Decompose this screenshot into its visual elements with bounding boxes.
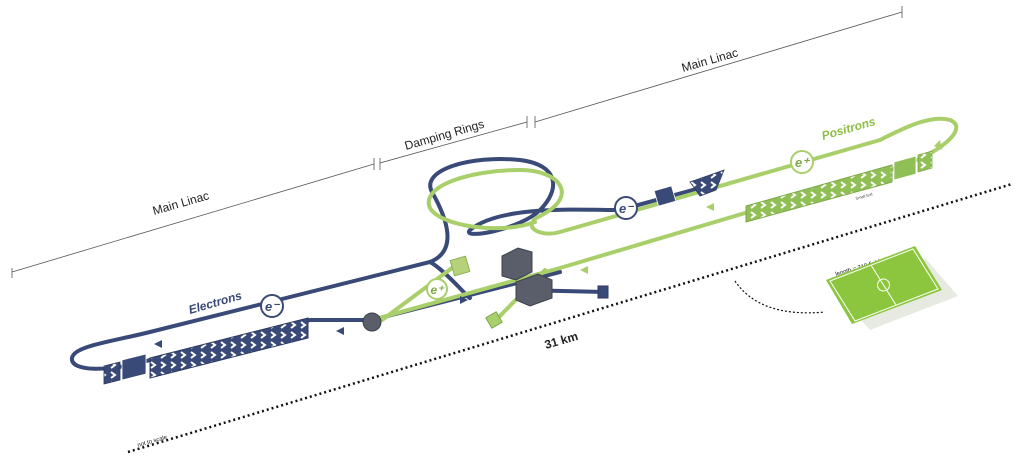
dimension-lines: [11, 6, 1013, 454]
main-linac-right-label: Main Linac: [680, 45, 740, 74]
svg-text:e⁺: e⁺: [430, 283, 445, 297]
svg-text:e⁺: e⁺: [795, 155, 811, 170]
positron-badge-2: e⁺: [790, 150, 814, 174]
field-pointer: [734, 280, 826, 314]
direction-arrows: [154, 140, 942, 348]
svg-text:e⁻: e⁻: [619, 201, 635, 216]
positrons-label: Positrons: [820, 114, 877, 143]
electron-beamline: [70, 157, 702, 371]
length-label: 31 km: [543, 329, 580, 352]
detector-halls: [362, 247, 609, 332]
not-to-scale-label: not to scale: [137, 435, 169, 449]
electron-badge-2: e⁻: [614, 196, 638, 220]
positron-badge-1: e⁺: [426, 278, 448, 300]
electron-main-linac: [103, 317, 309, 385]
positron-main-linac: [745, 150, 933, 223]
electron-badge-1: e⁻: [260, 294, 284, 318]
electron-source: [653, 169, 725, 207]
positron-source-block: [449, 255, 471, 277]
damping-rings-label: Damping Rings: [403, 117, 486, 153]
football-field: [826, 246, 958, 330]
svg-text:e⁻: e⁻: [265, 299, 281, 314]
small-note-label: Small text: [855, 191, 874, 201]
main-linac-left-label: Main Linac: [151, 188, 211, 217]
